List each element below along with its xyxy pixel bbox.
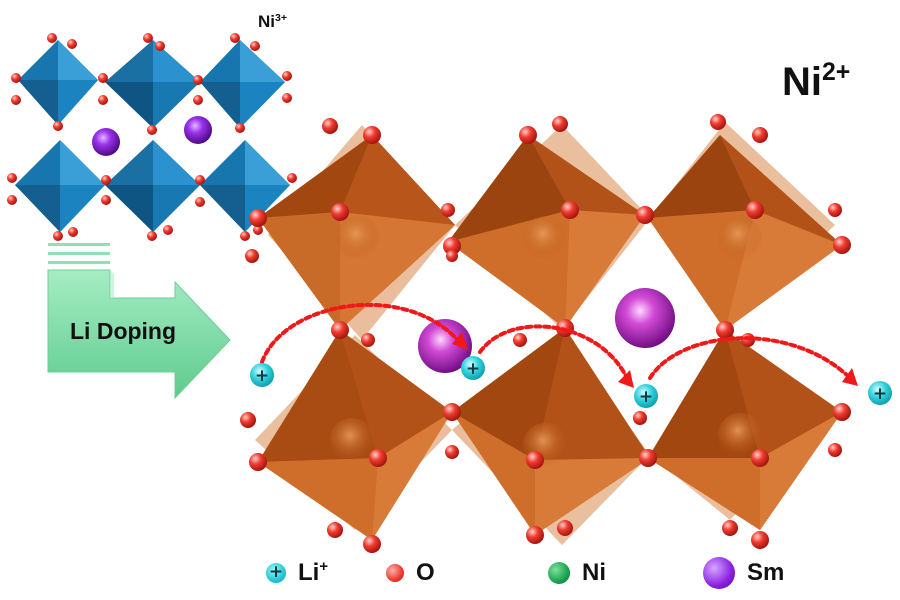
after-lattice: + + + + [240, 114, 892, 553]
blue-octahedron [105, 40, 200, 128]
migration-arrow [478, 324, 630, 382]
oxygen-atoms [240, 114, 851, 553]
svg-text:+: + [873, 384, 887, 404]
legend-sm-label: Sm [747, 559, 785, 586]
doping-arrow [47, 243, 231, 400]
ni2-label: Ni2+ [782, 59, 851, 104]
before-lattice [7, 33, 297, 241]
nickel-atom-icon [548, 562, 570, 584]
samarium-atom-icon [703, 557, 735, 589]
legend-ni: Ni [548, 556, 606, 590]
sm-atom [418, 319, 472, 373]
legend-ni-label: Ni [582, 559, 606, 586]
li-ions: + + + + [250, 356, 892, 408]
legend-o: O [386, 556, 435, 590]
ni3-label: Ni3+ [258, 11, 288, 31]
li-migration-paths [260, 302, 852, 382]
migration-arrow [648, 336, 852, 380]
li-ion-icon: + [266, 563, 286, 583]
blue-octahedron [15, 140, 105, 232]
blue-octahedron [18, 40, 98, 125]
legend-li: + Li+ [266, 556, 328, 590]
sm-atom [184, 116, 212, 144]
blue-octahedron [200, 140, 290, 232]
blue-octahedron [200, 40, 285, 128]
svg-text:+: + [255, 366, 269, 386]
li-doping-label: Li Doping [70, 318, 177, 344]
legend-o-label: O [416, 559, 435, 586]
migration-arrowheads [452, 332, 858, 388]
sm-atom [92, 128, 120, 156]
oxygen-atoms [7, 33, 297, 241]
legend-sm: Sm [703, 556, 784, 590]
legend-li-label: Li+ [298, 559, 329, 586]
blue-octahedron [105, 140, 200, 232]
migration-arrow [260, 302, 464, 364]
oxygen-atom-icon [386, 564, 404, 582]
sm-atom [615, 288, 675, 348]
svg-text:+: + [639, 387, 653, 407]
svg-text:+: + [466, 359, 480, 379]
